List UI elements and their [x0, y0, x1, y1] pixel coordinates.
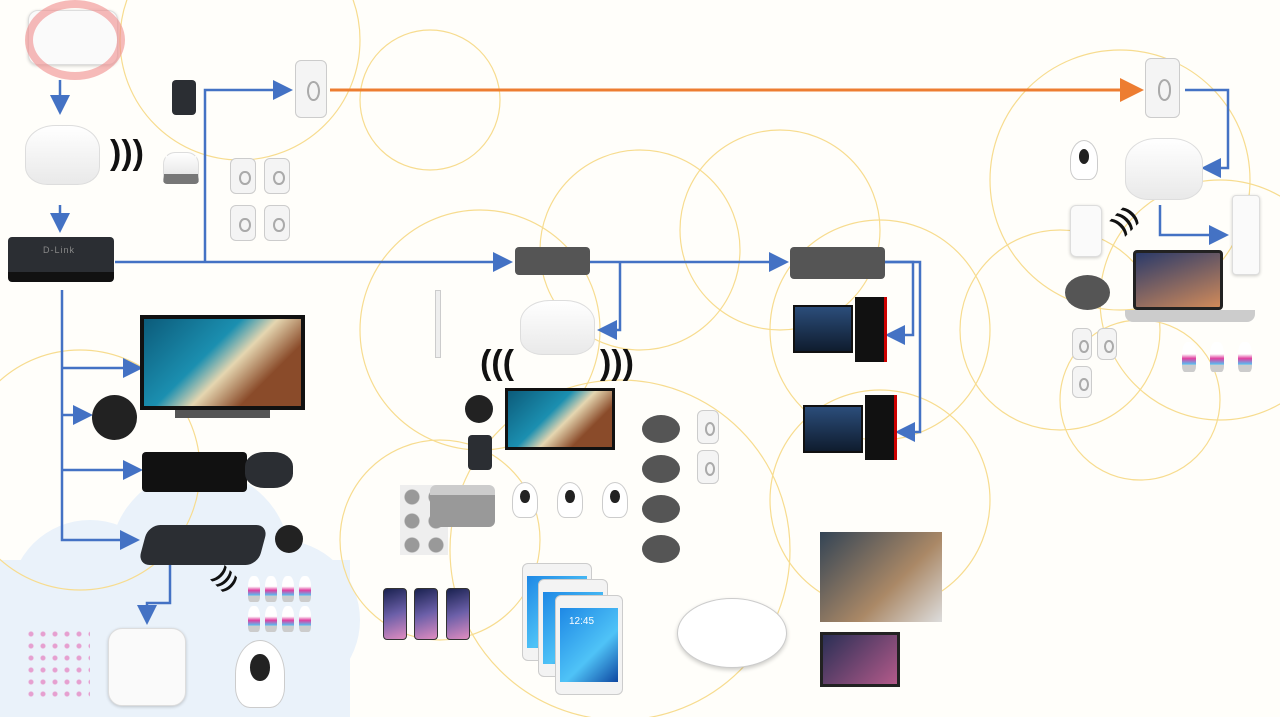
google-wifi-point-right	[1125, 138, 1203, 200]
surface-book	[820, 532, 942, 622]
desktop-tower	[865, 395, 897, 460]
powerline-adapter-right	[1145, 58, 1180, 118]
wifi-signal-icon: )))	[110, 134, 144, 172]
smart-plug	[697, 450, 719, 484]
nest-mini	[642, 535, 680, 563]
smart-plug	[1097, 328, 1117, 360]
nest-mini	[1065, 275, 1110, 310]
security-camera	[602, 482, 628, 518]
wifi-signal-icon: )))	[480, 344, 514, 382]
nest-mini	[642, 415, 680, 443]
smart-bulb	[299, 576, 311, 602]
nest-mini	[642, 455, 680, 483]
smart-plug	[1072, 366, 1092, 398]
network-switch-middle	[515, 247, 590, 275]
smart-bulb	[265, 576, 277, 602]
nest-mini	[642, 495, 680, 523]
security-camera	[1070, 140, 1098, 180]
smart-bulb	[1238, 342, 1252, 372]
powerline-adapter-left	[295, 60, 327, 118]
chromecast	[465, 395, 493, 423]
smart-hub	[172, 80, 196, 115]
smart-bulb	[299, 606, 311, 632]
wifi-router-linksys	[137, 525, 269, 565]
desktop-tower	[855, 297, 887, 362]
bedside-lamp	[1070, 205, 1102, 257]
xbox-controller	[245, 452, 293, 488]
television-main	[140, 315, 305, 410]
smartphone	[446, 588, 470, 640]
smart-bulb	[265, 606, 277, 632]
tv-stand	[175, 410, 270, 418]
switch-brand-label: D-Link	[43, 245, 76, 255]
light-strip-cluster	[25, 628, 90, 698]
external-hard-drive	[1232, 195, 1260, 275]
google-wifi-point-middle	[520, 300, 595, 355]
smartphone	[383, 588, 407, 640]
desk-lamp	[435, 290, 441, 358]
raspberry-pi-case	[430, 485, 495, 527]
google-wifi-main	[25, 125, 100, 185]
smart-bulb	[1210, 342, 1224, 372]
philips-hue-bridge	[108, 628, 186, 706]
macbook	[1133, 250, 1223, 310]
smart-bulb	[248, 576, 260, 602]
desktop-monitor	[803, 405, 863, 453]
smart-plug	[697, 410, 719, 444]
smart-plug	[1072, 328, 1092, 360]
macbook-base	[1125, 310, 1255, 322]
television-secondary	[505, 388, 615, 450]
surface-pro	[820, 632, 900, 687]
smart-plug	[230, 205, 256, 241]
network-switch-right	[790, 247, 885, 279]
robot-vacuum	[677, 598, 787, 668]
smart-bulb	[1182, 342, 1196, 372]
security-camera	[235, 640, 285, 708]
smart-plug	[264, 158, 290, 194]
google-home	[163, 152, 199, 184]
smartphone	[414, 588, 438, 640]
smart-plug	[230, 158, 256, 194]
desktop-monitor	[793, 305, 853, 353]
smart-bulb	[282, 606, 294, 632]
ethernet-links	[50, 80, 1230, 625]
tablet: 12:45	[555, 595, 623, 695]
chromecast-audio	[275, 525, 303, 553]
network-switch-dlink: D-Link	[8, 237, 114, 282]
security-camera	[512, 482, 538, 518]
tablet-clock: 12:45	[569, 616, 595, 627]
smart-hub	[468, 435, 492, 470]
wifi-signal-icon: )))	[600, 344, 634, 382]
prohibited-icon	[25, 0, 125, 80]
security-camera	[557, 482, 583, 518]
smart-bulb	[248, 606, 260, 632]
smart-bulb	[282, 576, 294, 602]
xbox-console	[142, 452, 247, 492]
chromecast	[92, 395, 137, 440]
smart-plug	[264, 205, 290, 241]
